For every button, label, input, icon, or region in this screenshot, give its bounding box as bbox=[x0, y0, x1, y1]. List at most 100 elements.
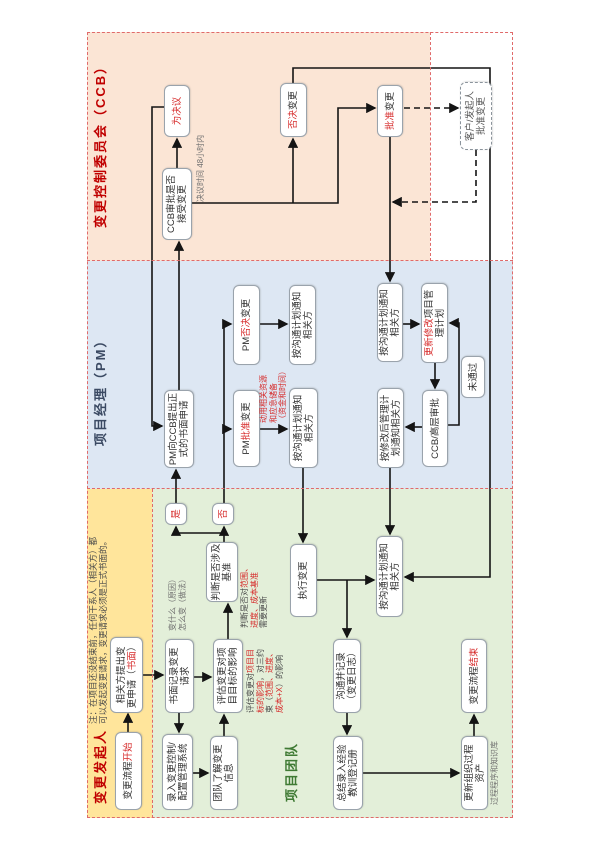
title-initiator: 变更发起人 bbox=[93, 728, 108, 804]
text-segment: ） bbox=[126, 641, 138, 652]
text-segment: 判断是否涉及 bbox=[211, 543, 222, 601]
text-segment: 教训登记册 bbox=[348, 749, 359, 797]
node-not-passed: 未通过 bbox=[461, 356, 485, 398]
node-opa: 更新组织过程资产 bbox=[461, 736, 488, 810]
c-customer-return bbox=[391, 150, 477, 208]
text-segment: 客户/发起人 bbox=[465, 90, 476, 142]
text-segment: 否 bbox=[217, 509, 229, 519]
node-veto: 否决变更 bbox=[280, 83, 307, 137]
node-notify-a: 按沟通计划通知相关方 bbox=[289, 388, 318, 468]
anno-evaluate: 评估变更对项目目标的影响，对三约束（范围、进度、成本+X）的影响 bbox=[246, 649, 284, 713]
title-ccb: 变更控制委员会（CCB） bbox=[93, 58, 108, 228]
text-segment: 资产 bbox=[474, 763, 486, 783]
text-segment: 决议时间 48小时内 bbox=[196, 134, 205, 202]
text-segment: 更新组织过程 bbox=[463, 744, 475, 802]
node-notify-d: 按沟通计划通知相关方 bbox=[377, 283, 403, 362]
node-notify-b: 按沟通计划通知相关方 bbox=[289, 285, 316, 365]
text-segment: 变更 bbox=[241, 402, 252, 422]
text-segment: 信息 bbox=[224, 763, 235, 783]
node-notify-c: 按修改后管理计划通知相关方 bbox=[377, 388, 404, 468]
text-segment: 按修改后管理计 bbox=[379, 394, 391, 462]
text-segment: 执行变更 bbox=[298, 561, 309, 600]
node-start: 变更流程开始 bbox=[115, 732, 142, 810]
text-segment: 否决 bbox=[288, 110, 299, 130]
node-execute: 执行变更 bbox=[290, 544, 317, 617]
c-veto-feedback bbox=[292, 67, 491, 583]
text-segment: 相关方 bbox=[302, 310, 314, 340]
text-segment: 团队了解变更 bbox=[213, 744, 224, 802]
text-segment: 范围、进度、 bbox=[265, 649, 274, 697]
text-segment: PM bbox=[241, 336, 252, 352]
title-pm: 项目经理（PM） bbox=[93, 332, 108, 446]
node-notify-green: 按沟通计划通知相关方 bbox=[376, 536, 403, 617]
text-segment: 评估变更对项 bbox=[217, 647, 228, 705]
text-segment: 怎么变（做法） bbox=[178, 575, 187, 631]
c-judge-yes bbox=[170, 525, 224, 536]
anno-opa: 过程程序和知识库 bbox=[490, 741, 500, 805]
text-segment: 按沟通计划通知 bbox=[292, 394, 304, 462]
anno-judge: 判断是否对范围、进度、成本基准需要更新 bbox=[240, 564, 269, 628]
text-segment: 过程程序和知识库 bbox=[490, 741, 499, 805]
lane-separator bbox=[87, 260, 513, 261]
text-segment: 项目管 bbox=[423, 289, 435, 319]
text-segment: 注：在项目还没结束前，任何干系人（相关方）都 bbox=[88, 536, 98, 724]
text-segment: 项目目 bbox=[246, 649, 255, 673]
text-segment: 变更流程 bbox=[123, 761, 134, 800]
node-approve: 批准变更 bbox=[377, 85, 403, 137]
node-ccb-senior: CCB/高层审批 bbox=[422, 390, 448, 467]
node-update-plan: 更新修改项目管理计划 bbox=[421, 283, 448, 363]
c-ccbreview-approve bbox=[192, 102, 377, 204]
text-segment: ）的影响 bbox=[274, 654, 284, 687]
node-end: 变更流程结束 bbox=[461, 639, 487, 713]
text-segment: 未通过 bbox=[467, 362, 479, 392]
text-segment: 束（ bbox=[265, 697, 274, 713]
text-segment: 结束 bbox=[468, 647, 480, 667]
node-ccb-review: CCB审批是否接受变更 bbox=[162, 168, 192, 240]
lane-separator bbox=[152, 489, 153, 818]
node-no: 否 bbox=[212, 503, 234, 525]
text-segment: PM向CCB提出正 bbox=[168, 392, 179, 466]
text-segment: 按沟通计划通知 bbox=[379, 289, 390, 356]
node-record: 书面记录变更请求 bbox=[165, 639, 194, 713]
text-segment: （变更日志） bbox=[347, 647, 358, 705]
text-segment: PM bbox=[241, 440, 252, 455]
text-segment: 批准变更 bbox=[476, 97, 487, 136]
text-segment: 变更流程 bbox=[468, 666, 480, 705]
text-segment: 接受变更 bbox=[177, 185, 188, 224]
text-segment: ，对三约 bbox=[255, 649, 265, 681]
c-notpassed-loop bbox=[448, 317, 460, 426]
text-segment: 更申请（ bbox=[126, 670, 138, 709]
node-yes: 是 bbox=[165, 503, 187, 525]
text-segment: 批准 bbox=[384, 111, 396, 131]
text-segment: 评估变更对 bbox=[246, 673, 255, 713]
node-pm-apply: PM向CCB提出正式的书面申请 bbox=[164, 390, 194, 468]
c-resolution-pmapply bbox=[151, 106, 164, 432]
text-segment: 相关方 bbox=[389, 562, 401, 591]
node-evaluate: 评估变更对项目目标的影响 bbox=[213, 639, 243, 713]
text-segment: 相关方 bbox=[303, 413, 315, 443]
lane-separator bbox=[87, 488, 513, 489]
text-segment: 录入变更控制/ bbox=[166, 742, 178, 802]
text-segment: 否决 bbox=[241, 317, 252, 337]
text-segment: 相关方提出变 bbox=[115, 646, 127, 704]
node-pm-reject: PM否决变更 bbox=[233, 285, 260, 365]
anno-note: 注：在项目还没结束前，任何干系人（相关方）都可以发起变更请求，变更请求必须是正式… bbox=[88, 537, 108, 724]
text-segment: 为决议 bbox=[171, 96, 183, 126]
text-segment: CCB/高层审批 bbox=[429, 398, 441, 459]
text-segment: 变更 bbox=[241, 298, 252, 318]
node-entry: 录入变更控制/配置管理系统 bbox=[162, 734, 193, 810]
text-segment: 目目标的影响 bbox=[228, 647, 239, 705]
text-segment: 基准 bbox=[222, 562, 233, 582]
text-segment: 理计划 bbox=[434, 308, 446, 338]
node-request: 相关方提出变更申请（书面） bbox=[110, 637, 143, 713]
c-no-pmreject bbox=[222, 318, 233, 503]
node-judge: 判断是否涉及基准 bbox=[206, 542, 238, 602]
text-segment: 是 bbox=[170, 509, 182, 519]
text-segment: CCB审批是否 bbox=[166, 174, 177, 234]
text-segment: 动用相关资源 bbox=[259, 375, 268, 423]
anno-decision-time: 决议时间 48小时内 bbox=[196, 135, 206, 202]
node-lessons: 总结录入经验教训登记册 bbox=[333, 736, 363, 810]
node-comm-log: 沟通并记录（变更日志） bbox=[333, 639, 361, 713]
